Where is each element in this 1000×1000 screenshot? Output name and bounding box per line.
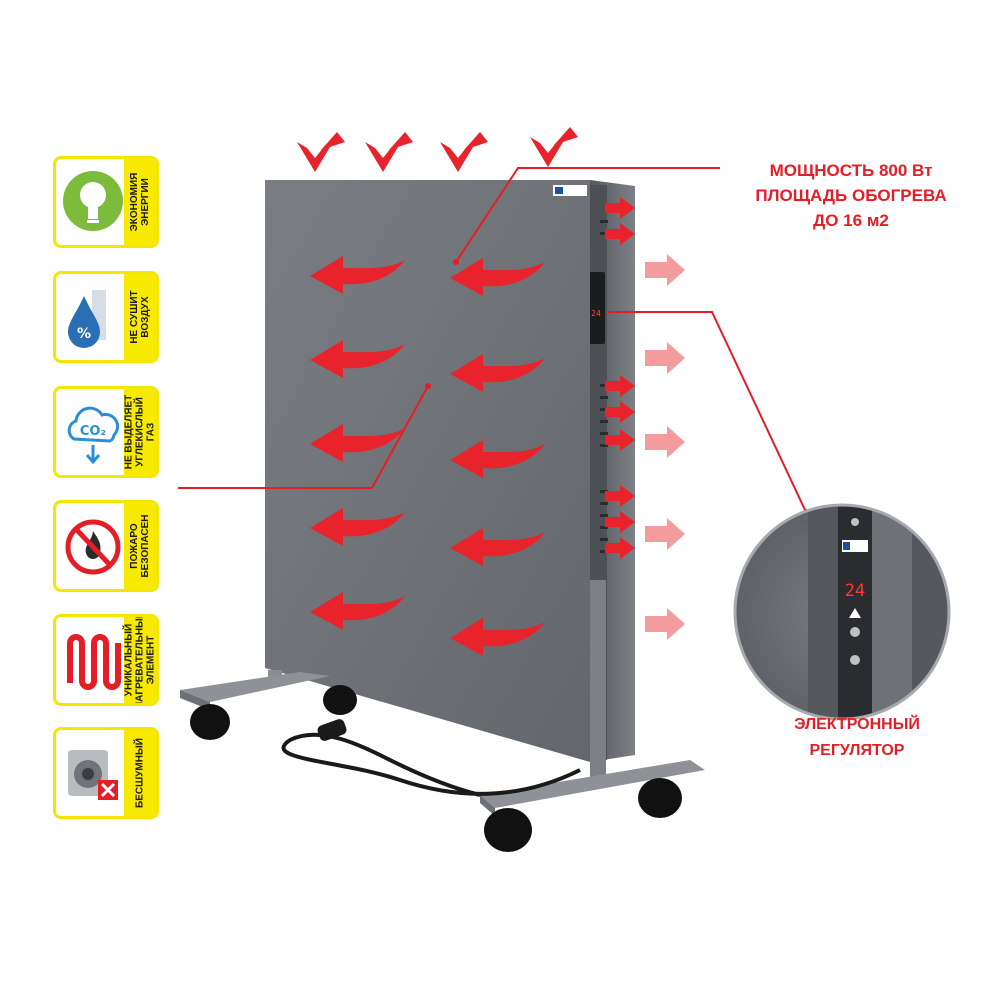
power-line-3: ДО 16 м2 <box>813 211 889 230</box>
muted-speaker-icon <box>68 750 118 800</box>
power-plug <box>317 719 347 741</box>
humidity-drop-icon: % <box>68 290 106 348</box>
heating-element-icon <box>67 634 121 690</box>
co2-cloud-icon: CO₂ <box>67 406 120 465</box>
light-bulb-icon <box>63 171 123 231</box>
side-vents <box>600 220 608 553</box>
regulator-down-button[interactable] <box>850 655 860 665</box>
caster-wheels <box>190 685 682 852</box>
heater-stand <box>180 580 705 816</box>
svg-text:%: % <box>77 326 91 342</box>
regulator-up-button[interactable] <box>850 627 860 637</box>
no-fire-icon <box>65 519 121 575</box>
heat-rise-arrows <box>297 127 578 172</box>
regulator-line-2: РЕГУЛЯТОР <box>809 742 905 759</box>
power-line-1: МОЩНОСТЬ 800 Вт <box>769 161 933 180</box>
svg-text:24: 24 <box>591 309 601 318</box>
badge-silent: БЕСШУМНЫЙ <box>53 727 159 819</box>
regulator-line-1: ЭЛЕКТРОННЫЙ <box>794 716 920 733</box>
regulator-callout: ЭЛЕКТРОННЫЙ РЕГУЛЯТОР <box>757 712 957 764</box>
temperature-display: 24 <box>845 581 865 601</box>
svg-text:CO₂: CO₂ <box>80 424 106 439</box>
power-line-2: ПЛОЩАДЬ ОБОГРЕВА <box>755 186 947 205</box>
regulator-zoom: 24 <box>733 503 951 721</box>
brand-label <box>553 185 587 196</box>
callout-lines <box>178 167 807 513</box>
power-cord <box>281 732 581 797</box>
mini-control-panel[interactable] <box>587 272 605 344</box>
power-callout: МОЩНОСТЬ 800 Вт ПЛОЩАДЬ ОБОГРЕВА ДО 16 м… <box>720 158 982 233</box>
